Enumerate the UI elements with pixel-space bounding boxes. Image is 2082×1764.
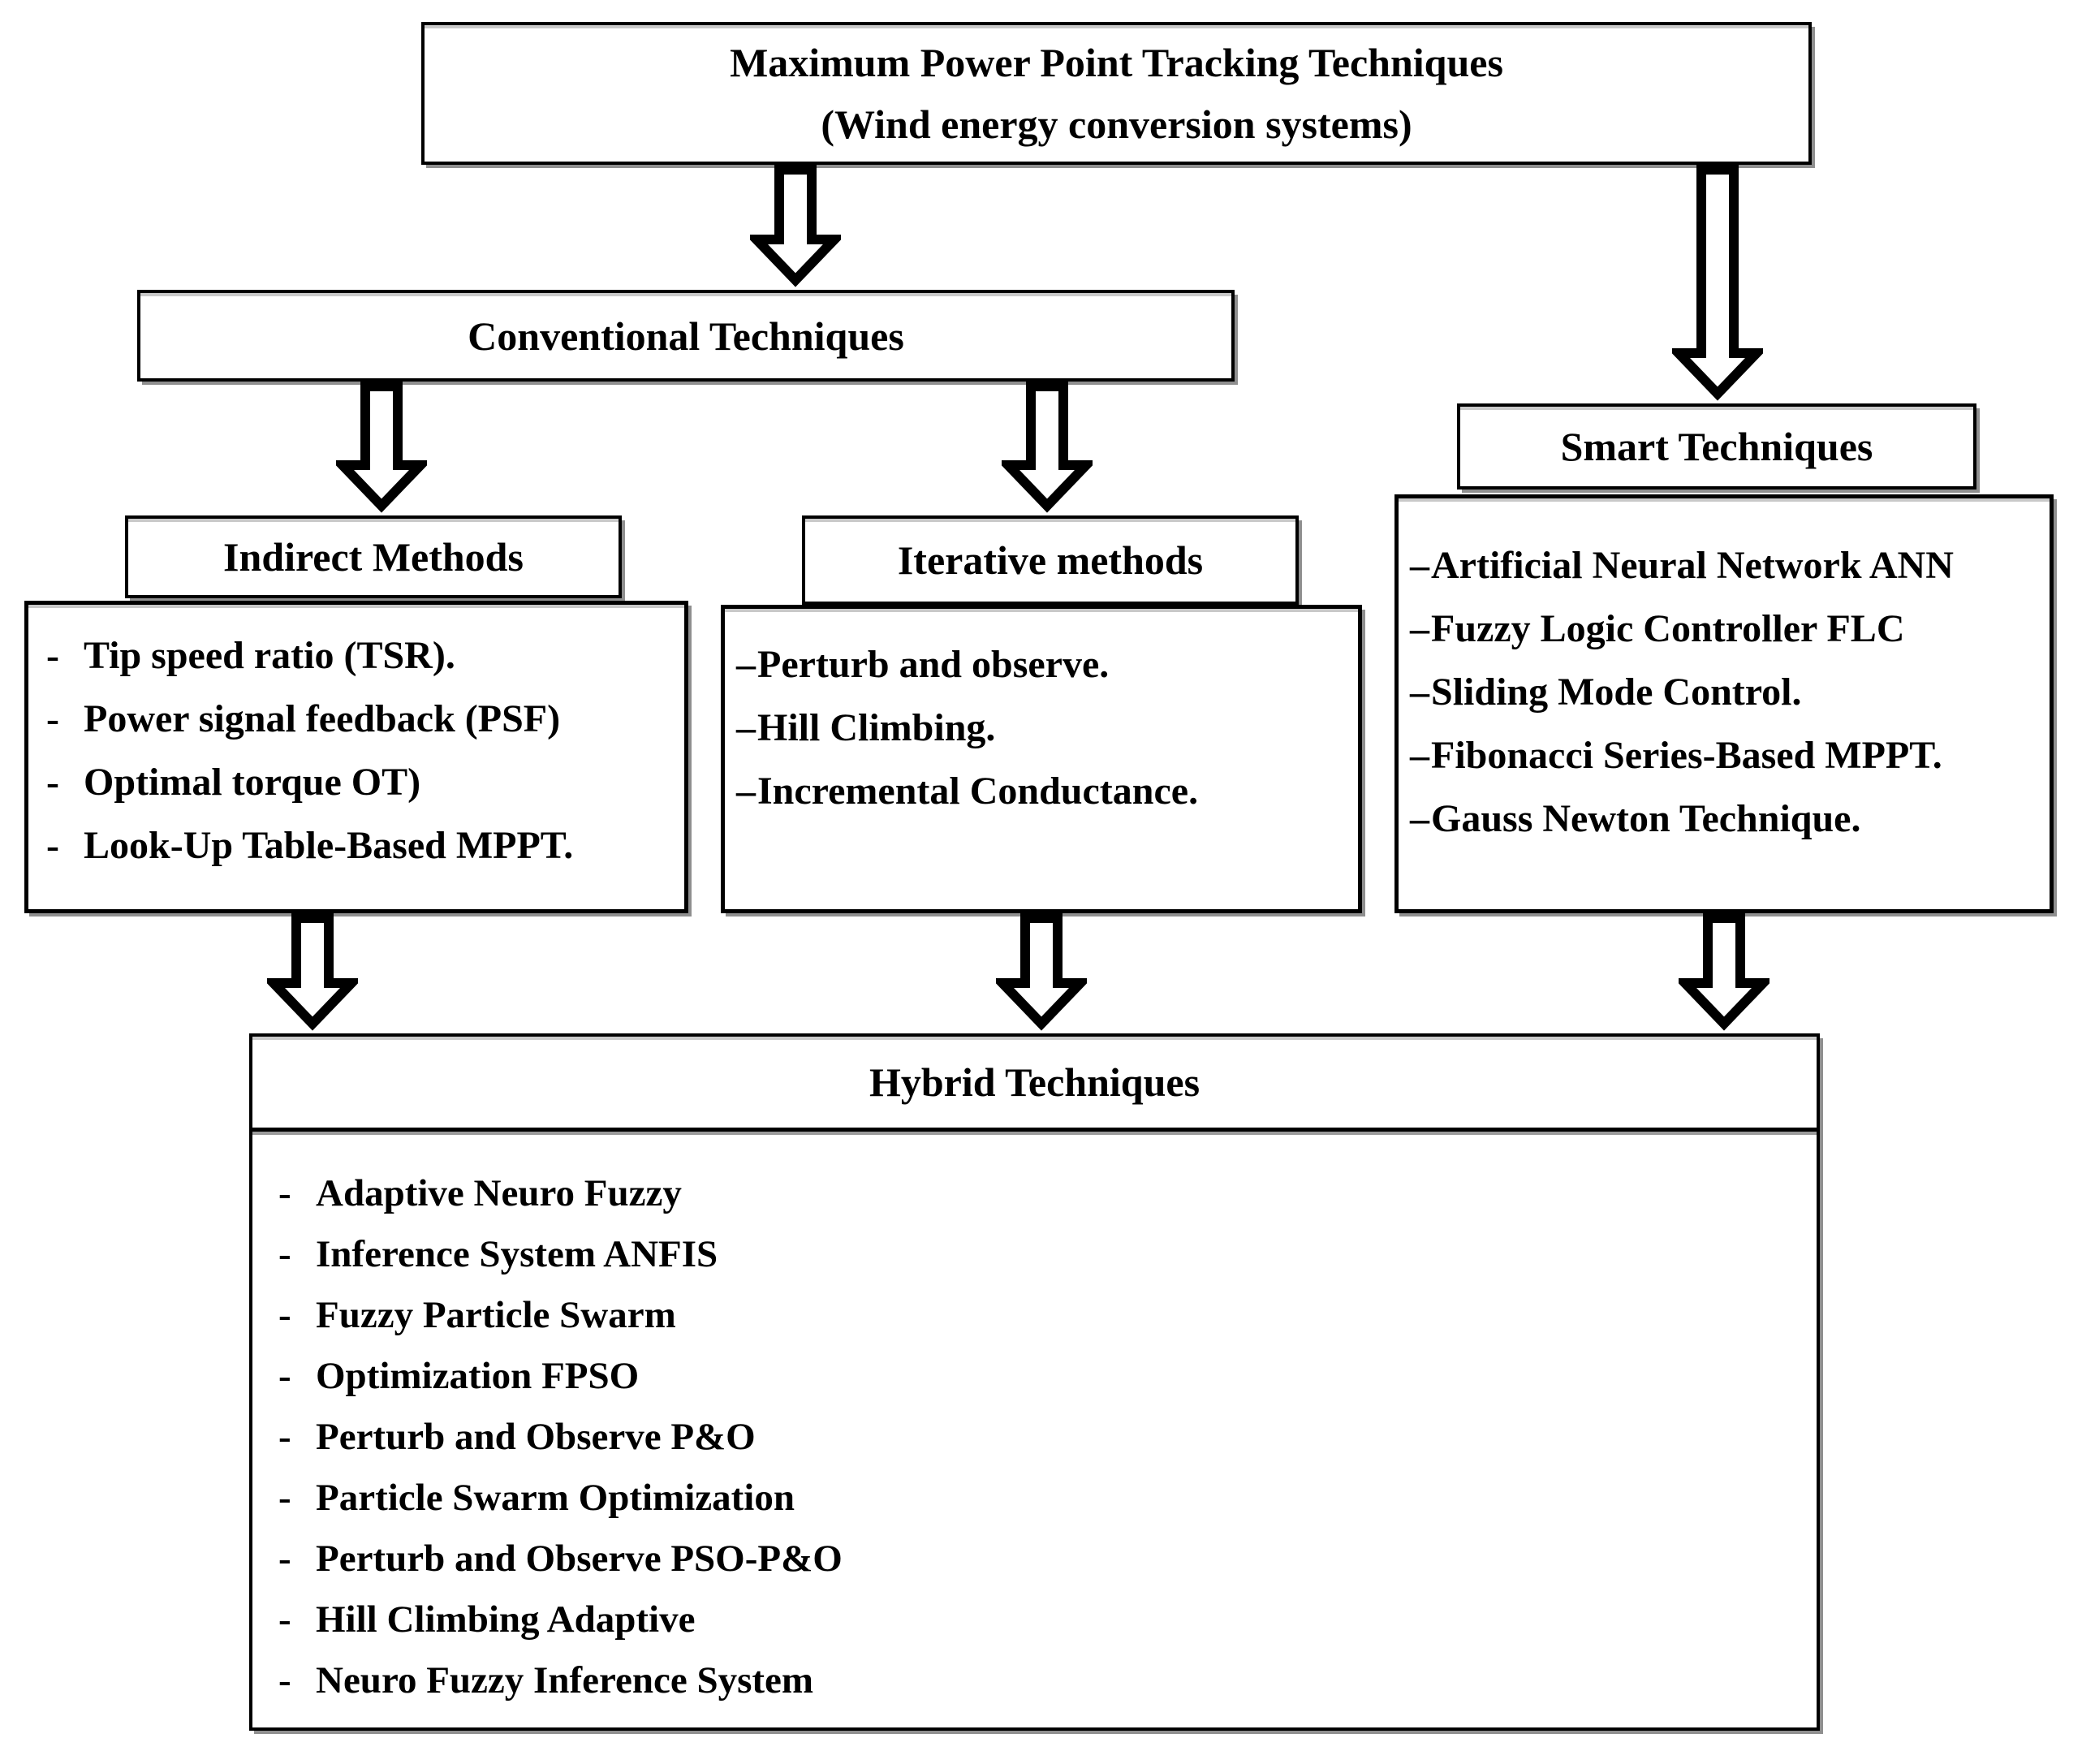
list-item-text: Tip speed ratio (TSR).: [84, 634, 455, 677]
bullet: -: [46, 634, 59, 677]
list-item-text: Fuzzy Particle Swarm: [316, 1294, 676, 1336]
list-item: – Sliding Mode Control.: [1410, 661, 2050, 724]
bullet: -: [278, 1598, 291, 1641]
list-item-text: Perturb and observe.: [757, 643, 1110, 686]
down-arrow-root-to-conventional: [750, 165, 841, 287]
bullet: -: [278, 1355, 291, 1397]
list-item: – Fibonacci Series-Based MPPT.: [1410, 724, 2050, 787]
bullet: -: [278, 1538, 291, 1580]
list-item-text: Inference System ANFIS: [316, 1233, 718, 1275]
hybrid-items-list: - Adaptive Neuro Fuzzy - Inference Syste…: [278, 1163, 843, 1711]
bullet: -: [278, 1477, 291, 1519]
list-item: - Particle Swarm Optimization: [278, 1468, 843, 1529]
list-item: – Hill Climbing.: [736, 697, 1358, 760]
list-item-text: Fibonacci Series-Based MPPT.: [1431, 734, 1942, 777]
list-item: - Neuro Fuzzy Inference System: [278, 1650, 843, 1711]
list-item-text: Neuro Fuzzy Inference System: [316, 1659, 814, 1701]
list-item: - Optimal torque OT): [46, 751, 684, 814]
bullet: –: [1410, 544, 1429, 587]
list-item-text: Hill Climbing Adaptive: [316, 1598, 696, 1641]
list-item: – Perturb and observe.: [736, 633, 1358, 697]
bullet: -: [46, 761, 59, 804]
down-arrow-iterative-to-hybrid: [996, 913, 1087, 1031]
list-item-text: Incremental Conductance.: [757, 770, 1199, 813]
list-item-text: Particle Swarm Optimization: [316, 1477, 795, 1519]
list-item: - Perturb and Observe PSO-P&O: [278, 1529, 843, 1589]
smart-title: Smart Techniques: [1560, 424, 1873, 469]
down-arrow-conventional-to-iterative: [1002, 382, 1093, 513]
hybrid-techniques-box: Hybrid Techniques - Adaptive Neuro Fuzzy…: [249, 1033, 1820, 1731]
indirect-title: Indirect Methods: [223, 534, 524, 580]
bullet: –: [1410, 797, 1429, 840]
list-item-text: Fuzzy Logic Controller FLC: [1431, 607, 1905, 650]
root-title-line2: (Wind energy conversion systems): [821, 101, 1412, 147]
hybrid-title: Hybrid Techniques: [869, 1059, 1200, 1105]
bullet: -: [278, 1172, 291, 1214]
hybrid-header: Hybrid Techniques: [252, 1037, 1817, 1132]
iterative-title: Iterative methods: [897, 537, 1204, 583]
bullet: –: [736, 770, 756, 813]
list-item: – Gauss Newton Technique.: [1410, 787, 2050, 851]
iterative-methods-header: Iterative methods: [802, 515, 1299, 605]
list-item-text: Gauss Newton Technique.: [1431, 797, 1861, 840]
list-item: - Adaptive Neuro Fuzzy: [278, 1163, 843, 1224]
list-item: - Power signal feedback (PSF): [46, 688, 684, 751]
smart-techniques-list-box: – Artificial Neural Network ANN – Fuzzy …: [1394, 494, 2054, 913]
list-item: - Tip speed ratio (TSR).: [46, 624, 684, 688]
bullet: –: [1410, 671, 1429, 714]
list-item-text: Optimization FPSO: [316, 1355, 640, 1397]
list-item: – Incremental Conductance.: [736, 760, 1358, 823]
bullet: -: [278, 1416, 291, 1458]
down-arrow-indirect-to-hybrid: [267, 913, 358, 1031]
indirect-methods-header: Indirect Methods: [125, 515, 622, 598]
smart-techniques-header: Smart Techniques: [1457, 403, 1976, 490]
list-item-text: Hill Climbing.: [757, 706, 996, 749]
root-box-mppt-techniques: Maximum Power Point Tracking Techniques …: [421, 22, 1812, 165]
down-arrow-root-to-smart: [1672, 165, 1763, 401]
list-item-text: Optimal torque OT): [84, 761, 421, 804]
conventional-title: Conventional Techniques: [468, 313, 904, 359]
down-arrow-smart-to-hybrid: [1679, 913, 1769, 1031]
bullet: –: [1410, 734, 1429, 777]
list-item: - Optimization FPSO: [278, 1346, 843, 1407]
list-item: - Fuzzy Particle Swarm: [278, 1285, 843, 1346]
root-title-line1: Maximum Power Point Tracking Techniques: [730, 40, 1503, 85]
bullet: –: [736, 643, 756, 686]
bullet: -: [46, 697, 59, 740]
bullet: -: [278, 1294, 291, 1336]
bullet: -: [278, 1233, 291, 1275]
down-arrow-conventional-to-indirect: [336, 382, 427, 513]
list-item-text: Perturb and Observe P&O: [316, 1416, 756, 1458]
bullet: -: [278, 1659, 291, 1701]
list-item-text: Artificial Neural Network ANN: [1431, 544, 1954, 587]
list-item: - Perturb and Observe P&O: [278, 1407, 843, 1468]
iterative-methods-list-box: – Perturb and observe. – Hill Climbing. …: [721, 605, 1362, 913]
bullet: –: [1410, 607, 1429, 650]
list-item: - Inference System ANFIS: [278, 1224, 843, 1285]
list-item-text: Look-Up Table-Based MPPT.: [84, 824, 574, 867]
list-item: - Look-Up Table-Based MPPT.: [46, 814, 684, 878]
bullet: –: [736, 706, 756, 749]
list-item: - Hill Climbing Adaptive: [278, 1589, 843, 1650]
list-item-text: Power signal feedback (PSF): [84, 697, 561, 740]
list-item-text: Sliding Mode Control.: [1431, 671, 1802, 714]
indirect-methods-list-box: - Tip speed ratio (TSR). - Power signal …: [24, 601, 688, 913]
list-item: – Fuzzy Logic Controller FLC: [1410, 597, 2050, 661]
bullet: -: [46, 824, 59, 867]
list-item-text: Perturb and Observe PSO-P&O: [316, 1538, 843, 1580]
conventional-techniques-box: Conventional Techniques: [137, 290, 1235, 382]
list-item-text: Adaptive Neuro Fuzzy: [316, 1172, 682, 1214]
list-item: – Artificial Neural Network ANN: [1410, 534, 2050, 597]
